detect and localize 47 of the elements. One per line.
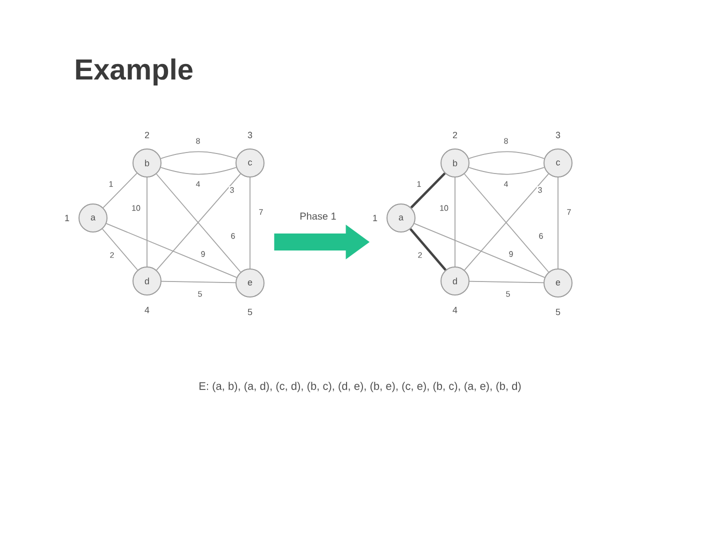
- edge-weight: 3: [228, 186, 236, 194]
- graph-edge: [454, 177, 456, 267]
- vertex-label: 2: [144, 132, 150, 138]
- edge-weight: 8: [502, 137, 510, 145]
- edge-weight: 9: [200, 250, 206, 258]
- vertex-label: 1: [373, 214, 378, 222]
- graph-edge: [106, 223, 238, 278]
- vertex-label: 3: [248, 132, 252, 138]
- edge-list: E: (a, b), (a, d), (c, d), (b, c), (d, e), (b, e), (c, e), (b, c), (a, e), (b, d): [200, 382, 521, 392]
- edge-weight: 6: [230, 232, 236, 240]
- arrow-label: Phase 1: [298, 211, 338, 221]
- edge-weight: 5: [504, 290, 512, 298]
- graph-edge: [102, 228, 138, 270]
- edge-weight: 1: [416, 180, 422, 188]
- edge-weight: 9: [508, 250, 514, 258]
- edge-weight: 5: [196, 290, 204, 298]
- vertex-label: 4: [144, 306, 150, 314]
- graph-edge: [410, 172, 446, 208]
- edge-weight: 10: [130, 204, 142, 212]
- graph-edge: [468, 151, 545, 159]
- edge-weight: 4: [502, 180, 510, 188]
- graph-edge: [161, 280, 236, 284]
- edge-weight: 6: [538, 232, 544, 240]
- graph-edge: [160, 167, 237, 175]
- edge-weight: 8: [194, 137, 202, 145]
- graph-edge: [146, 177, 148, 267]
- vertex-label: 2: [452, 132, 458, 138]
- edge-weight: 2: [108, 251, 116, 259]
- graph-edge: [102, 172, 138, 208]
- vertex-label: 5: [248, 308, 252, 316]
- vertex-label: 4: [452, 306, 458, 314]
- graph-edge: [414, 223, 546, 278]
- edge-weight: 2: [416, 251, 424, 259]
- title: Example: [76, 58, 192, 86]
- edge-weight: 3: [536, 186, 544, 194]
- graph-edge: [469, 280, 544, 284]
- edge-weight: 7: [566, 208, 572, 216]
- graph-edge: [410, 228, 446, 271]
- edge-weight: 7: [258, 208, 264, 216]
- edge-weight: 4: [194, 180, 202, 188]
- vertex-label: 3: [556, 132, 560, 138]
- edge-weight: 10: [438, 204, 450, 212]
- edge-weight: 1: [108, 180, 114, 188]
- graph-edge: [468, 167, 545, 175]
- graph-edge: [160, 151, 237, 159]
- vertex-label: 5: [556, 308, 560, 316]
- vertex-label: 1: [65, 214, 70, 222]
